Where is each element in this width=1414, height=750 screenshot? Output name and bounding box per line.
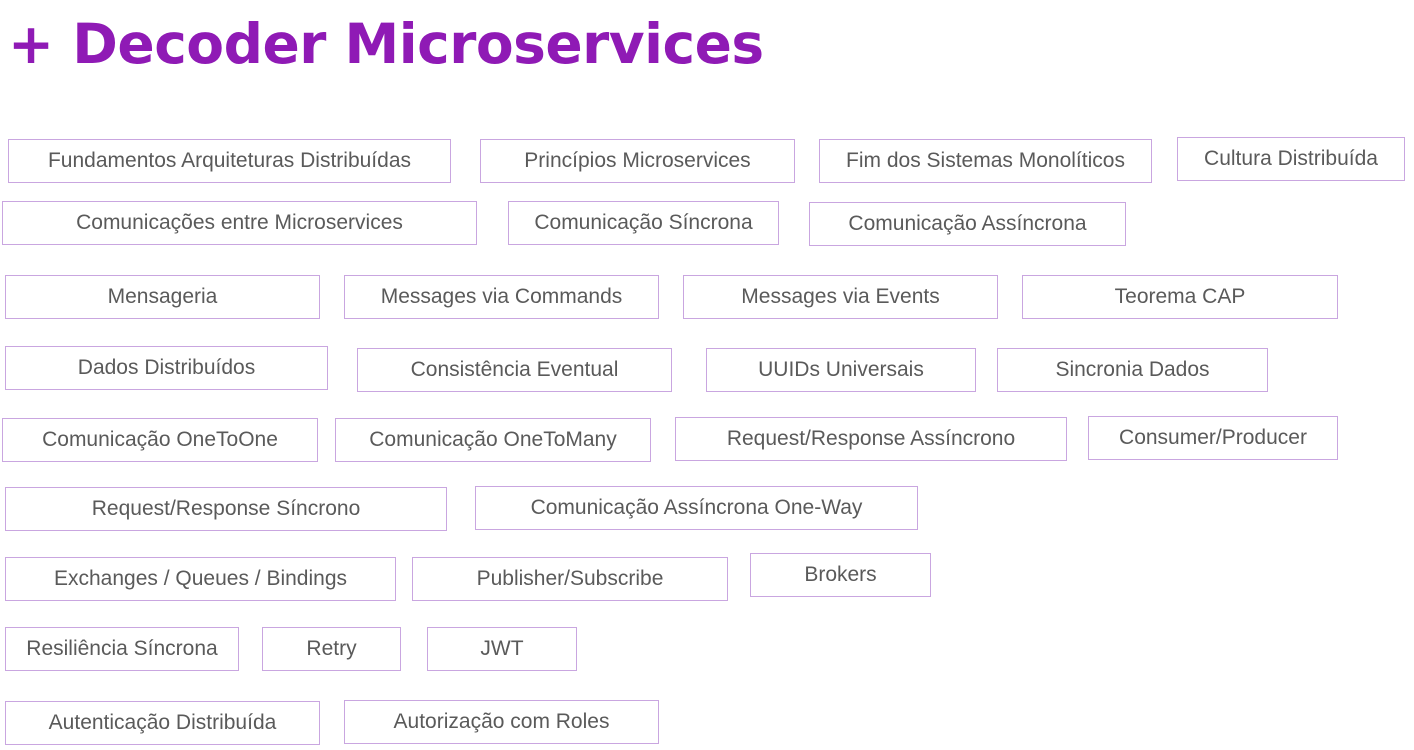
topic-box-consistencia-eventual: Consistência Eventual (357, 348, 672, 392)
topic-box-comunicacao-assincrona-one-way: Comunicação Assíncrona One-Way (475, 486, 918, 530)
topic-box-uuids-universais: UUIDs Universais (706, 348, 976, 392)
topic-box-comunicacao-sincrona: Comunicação Síncrona (508, 201, 779, 245)
topic-box-request-response-sincrono: Request/Response Síncrono (5, 487, 447, 531)
topic-box-fundamentos-arquiteturas-distribuidas: Fundamentos Arquiteturas Distribuídas (8, 139, 451, 183)
topic-box-resiliencia-sincrona: Resiliência Síncrona (5, 627, 239, 671)
topic-box-comunicacoes-entre-microservices: Comunicações entre Microservices (2, 201, 477, 245)
topic-box-brokers: Brokers (750, 553, 931, 597)
topic-box-messages-via-events: Messages via Events (683, 275, 998, 319)
topic-box-comunicacao-onetoone: Comunicação OneToOne (2, 418, 318, 462)
topic-box-consumer-producer: Consumer/Producer (1088, 416, 1338, 460)
topic-box-request-response-assincrono: Request/Response Assíncrono (675, 417, 1067, 461)
topic-box-messages-via-commands: Messages via Commands (344, 275, 659, 319)
topic-box-exchanges-queues-bindings: Exchanges / Queues / Bindings (5, 557, 396, 601)
topic-box-publisher-subscribe: Publisher/Subscribe (412, 557, 728, 601)
topic-box-teorema-cap: Teorema CAP (1022, 275, 1338, 319)
page-title: + Decoder Microservices (8, 12, 764, 76)
topic-box-comunicacao-onetomany: Comunicação OneToMany (335, 418, 651, 462)
topic-box-sincronia-dados: Sincronia Dados (997, 348, 1268, 392)
topic-box-comunicacao-assincrona: Comunicação Assíncrona (809, 202, 1126, 246)
topic-box-dados-distribuidos: Dados Distribuídos (5, 346, 328, 390)
topic-box-principios-microservices: Princípios Microservices (480, 139, 795, 183)
topic-box-autenticacao-distribuida: Autenticação Distribuída (5, 701, 320, 745)
topic-box-fim-dos-sistemas-monoliticos: Fim dos Sistemas Monolíticos (819, 139, 1152, 183)
topic-box-cultura-distribuida: Cultura Distribuída (1177, 137, 1405, 181)
topic-box-jwt: JWT (427, 627, 577, 671)
topic-box-autorizacao-com-roles: Autorização com Roles (344, 700, 659, 744)
topic-box-mensageria: Mensageria (5, 275, 320, 319)
topic-box-retry: Retry (262, 627, 401, 671)
